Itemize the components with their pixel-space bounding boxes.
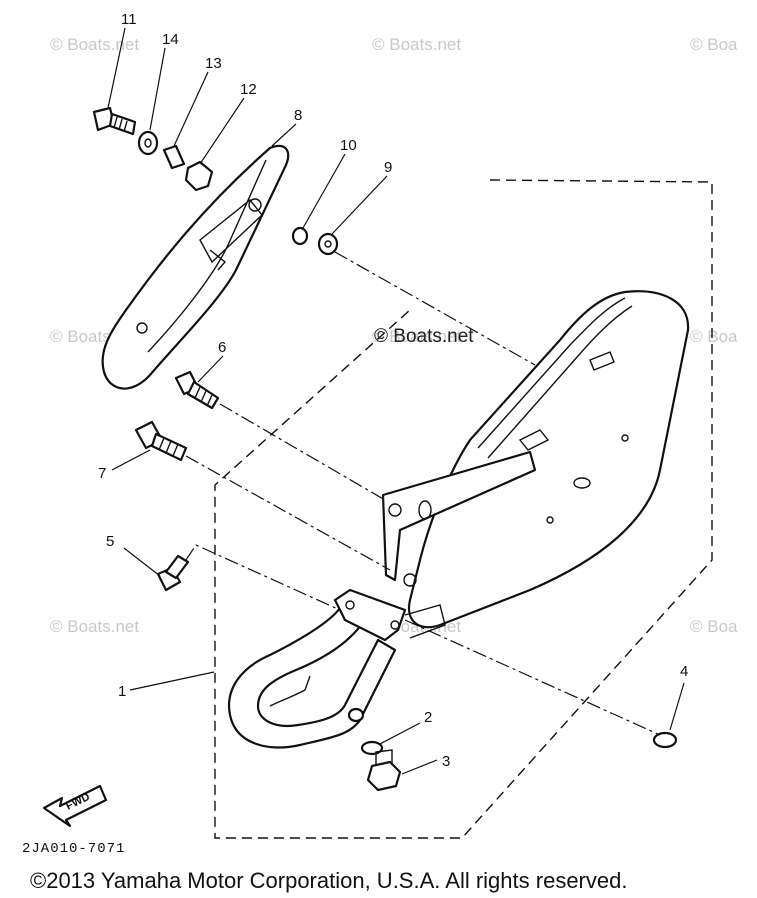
assembly-line [185,544,341,611]
gasket-4 [652,731,678,749]
watermark: © Boa [690,617,738,636]
washer-9 [317,232,339,256]
gasket-2 [360,740,384,756]
heat-protector [101,144,290,390]
collar-13 [162,144,186,170]
callout-8: 8 [294,107,302,124]
callout-9: 9 [384,159,392,176]
callout-12: 12 [240,81,257,98]
callout-11: 11 [121,11,137,28]
callout-13: 13 [205,55,222,72]
assembly-boundary [214,179,713,839]
assembly-line [219,403,386,501]
washer-10 [291,226,309,246]
callout-5: 5 [106,533,114,550]
assembly-line [334,251,536,366]
muffler-body [227,290,690,749]
watermark: © Boats.net [50,617,139,636]
center-watermark: © Boats.net [374,326,474,347]
nut-12 [184,160,214,192]
fwd-arrow-icon: FWD [42,784,108,828]
bolt-6 [174,370,220,410]
watermark: © Boa [690,35,738,54]
callout-7: 7 [98,465,106,482]
watermark: © Boa [690,327,738,346]
bolt-5 [156,554,190,592]
callout-10: 10 [340,137,357,154]
callout-14: 14 [162,31,179,48]
watermark: © Boats.net [372,35,461,54]
drain-bolt-3 [366,749,402,792]
callout-4: 4 [680,663,688,680]
watermark: © Boats.net [372,327,461,346]
diagram-code: 2JA010-7071 [22,841,125,857]
assembly-line [185,455,391,571]
callout-6: 6 [218,339,226,356]
bolt-7 [134,420,188,462]
washer-14 [137,130,159,156]
watermark: © Boats.net [50,35,139,54]
bolt-11 [92,106,137,136]
callout-3: 3 [442,753,450,770]
copyright-notice: ©2013 Yamaha Motor Corporation, U.S.A. A… [30,868,627,893]
callout-1: 1 [118,683,126,700]
callout-2: 2 [424,709,432,726]
assembly-line [404,619,661,736]
